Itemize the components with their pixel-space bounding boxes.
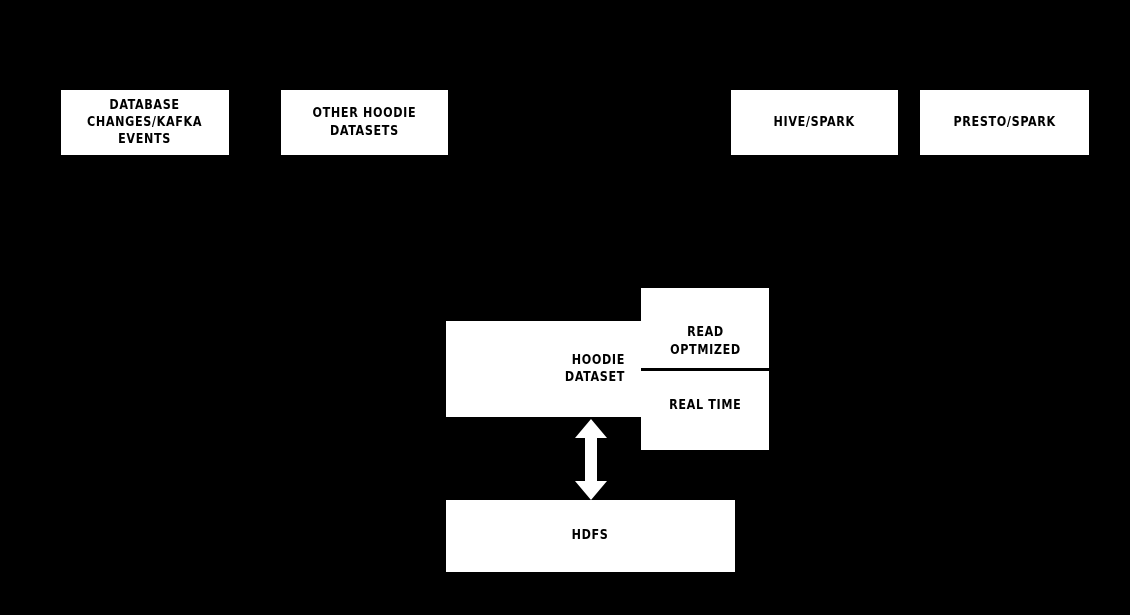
node-presto-spark[interactable]: PRESTO/SPARK	[920, 90, 1089, 155]
node-label: OTHER HOODIE DATASETS	[312, 105, 417, 139]
node-read-optimized-view[interactable]: READ OPTMIZED	[641, 288, 769, 368]
node-label: REAL TIME	[668, 397, 742, 413]
bidirectional-arrow-icon	[574, 419, 608, 500]
node-database-changes-kafka-events[interactable]: DATABASE CHANGES/KAFKA EVENTS	[61, 90, 229, 155]
node-label: PRESTO/SPARK	[953, 113, 1056, 130]
node-hdfs[interactable]: HDFS	[446, 500, 735, 572]
node-hive-spark[interactable]: HIVE/SPARK	[731, 90, 898, 155]
node-other-hoodie-datasets[interactable]: OTHER HOODIE DATASETS	[281, 90, 448, 155]
node-label: HDFS	[572, 527, 609, 544]
node-label: DATABASE CHANGES/KAFKA EVENTS	[87, 96, 203, 148]
node-real-time-view[interactable]: REAL TIME	[641, 371, 769, 450]
node-label: HOODIE DATASET	[564, 351, 625, 385]
node-label: READ OPTMIZED	[669, 324, 741, 358]
node-label: HIVE/SPARK	[773, 113, 856, 130]
node-hoodie-dataset[interactable]: HOODIE DATASET	[446, 321, 641, 417]
